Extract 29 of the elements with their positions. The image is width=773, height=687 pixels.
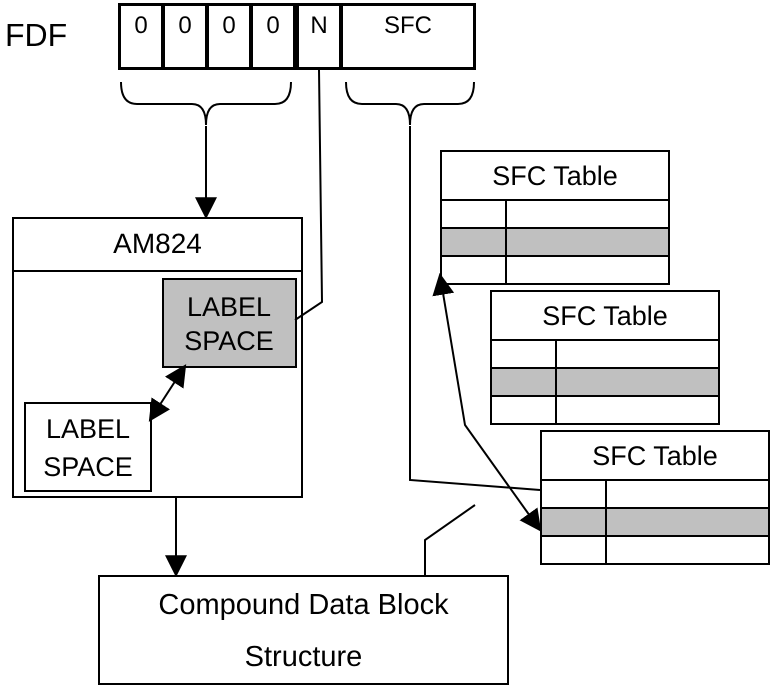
table-card [540, 430, 770, 565]
table-heading: SFC Table [541, 300, 669, 332]
register-field: 0 [162, 3, 208, 70]
process-box: Compound Data Block Structure [98, 575, 509, 685]
register-field: SFC [340, 3, 476, 70]
arrow [165, 498, 187, 578]
frame-box [12, 217, 303, 498]
label-box [162, 278, 297, 368]
register-field: 0 [250, 3, 296, 70]
register-field: 0 [118, 3, 164, 70]
register-field: 0 [206, 3, 252, 70]
curly-brace [120, 82, 292, 126]
box-text: LABEL SPACE [42, 413, 134, 484]
leader-line [294, 70, 323, 321]
double-arrow [148, 364, 186, 422]
table-heading: SFC Table [491, 160, 619, 192]
label-box [24, 402, 152, 492]
curly-brace [345, 82, 475, 126]
register-field: N [296, 3, 342, 70]
table-card [440, 150, 670, 285]
box-text: LABEL SPACE [183, 291, 275, 358]
table-card [490, 290, 720, 425]
register-label: FDF [5, 17, 68, 54]
table-heading: SFC Table [591, 440, 719, 472]
box-heading: AM824 [14, 219, 301, 272]
double-arrow [432, 272, 542, 532]
leader-line [424, 504, 476, 575]
leader-line [409, 126, 540, 491]
arrow [195, 126, 217, 220]
